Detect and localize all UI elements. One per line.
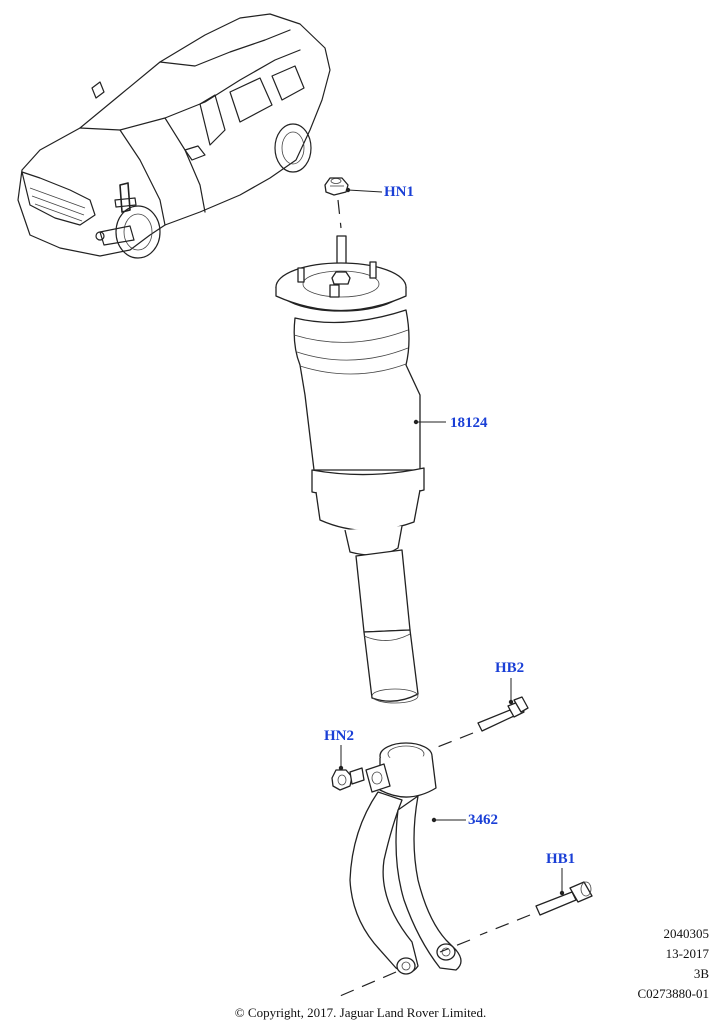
callout-3462: 3462: [468, 812, 498, 828]
copyright-notice: © Copyright, 2017. Jaguar Land Rover Lim…: [234, 1005, 487, 1020]
nut-hn2: [331, 767, 365, 791]
diagram-revision: 3B: [693, 966, 709, 981]
diagram-date: 13-2017: [665, 946, 709, 961]
callout-hb2: HB2: [495, 660, 525, 676]
callout-hb1: HB1: [546, 851, 576, 867]
illustration-id: C0273880-01: [637, 986, 710, 1001]
suspension-fork-3462: [349, 742, 462, 975]
bolt-hb2: [477, 696, 529, 732]
diagram-code: 2040305: [663, 926, 710, 941]
vehicle-locator-illustration: [17, 13, 331, 259]
nut-hn1: [324, 177, 349, 196]
air-spring-strut-18124: [275, 235, 425, 704]
callout-hn2: HN2: [324, 728, 354, 744]
callout-hn1: HN1: [384, 184, 414, 200]
bolt-hb1: [535, 881, 593, 916]
callout-18124: 18124: [450, 415, 488, 431]
